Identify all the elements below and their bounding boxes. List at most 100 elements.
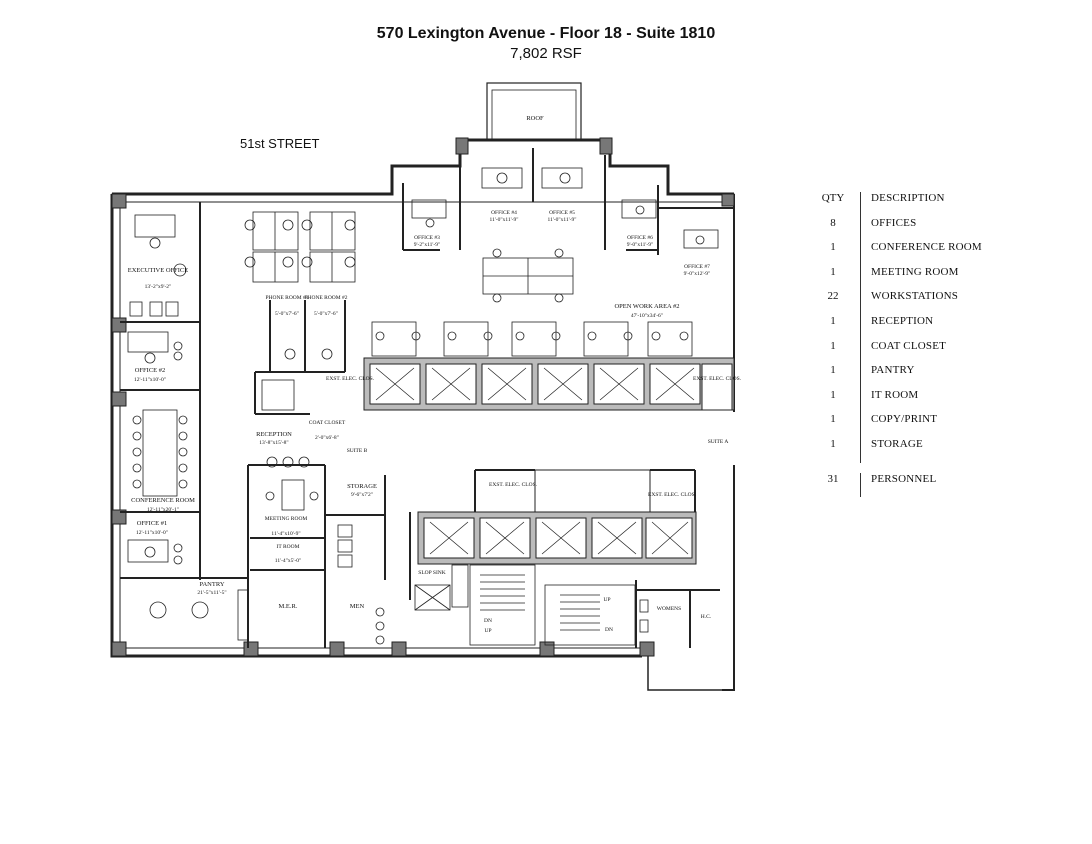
slop-sink-label: SLOP SINK	[418, 570, 445, 576]
office-7-dim: 9'-0"x12'-9"	[684, 271, 711, 277]
legend-divider	[860, 437, 861, 463]
exst-elec-label-2: EXST. ELEC. CLOS.	[693, 376, 742, 382]
stair-dn-label-2: DN	[605, 627, 613, 633]
legend-divider	[860, 364, 861, 389]
legend-row: 1 COAT CLOSET	[818, 339, 1008, 365]
exst-elec-label-3: EXST. ELEC. CLOS.	[489, 482, 538, 488]
legend-qty: 1	[830, 339, 836, 352]
legend-divider	[860, 413, 861, 438]
legend-qty-header: QTY	[821, 192, 845, 204]
executive-office-dim: 13'-2"x9'-2"	[145, 284, 172, 290]
legend-divider	[860, 472, 861, 498]
office-2-label: OFFICE #2	[135, 367, 166, 374]
conference-room-label: CONFERENCE ROOM	[131, 497, 195, 504]
stair-up-label-2: UP	[603, 597, 610, 603]
legend-divider	[860, 241, 861, 266]
legend-row: 1 RECEPTION	[818, 314, 1008, 340]
legend-row: 1 CONFERENCE ROOM	[818, 241, 1008, 266]
legend-gap	[818, 463, 1008, 473]
conference-room-dim: 12'-11"x20'-1"	[147, 507, 179, 513]
office-6-dim: 9'-0"x11'-9"	[627, 242, 653, 248]
it-room-dim: 11'-4"x5'-0"	[275, 558, 301, 564]
office-5-label: OFFICE #5	[549, 210, 575, 216]
legend-desc: COPY/PRINT	[871, 413, 938, 426]
stairwells	[414, 564, 636, 646]
mer-label: M.E.R.	[279, 603, 298, 610]
office-1-label: OFFICE #1	[137, 520, 168, 527]
storage-label: STORAGE	[347, 483, 377, 490]
elevator-bank-south	[417, 469, 697, 565]
phone-room-2-label: PHONE ROOM #2	[304, 295, 347, 301]
office-1-dim: 12'-11"x10'-0"	[136, 530, 168, 536]
page-title: 570 Lexington Avenue - Floor 18 - Suite …	[376, 25, 716, 42]
legend-divider	[860, 388, 861, 414]
legend-divider	[860, 290, 861, 315]
furniture	[127, 167, 719, 645]
reception-label: RECEPTION	[256, 431, 292, 438]
exst-elec-label-4: EXST. ELEC. CLOS.	[648, 492, 697, 498]
legend-qty: 22	[827, 290, 839, 303]
legend-desc: MEETING ROOM	[871, 265, 959, 278]
coat-closet-dim: 2'-0"x6'-8"	[315, 435, 339, 441]
office-2-dim: 12'-11"x10'-0"	[134, 377, 166, 383]
open-work-area-label: OPEN WORK AREA #2	[614, 303, 679, 310]
men-label: MEN	[350, 603, 365, 610]
meeting-room-label: MEETING ROOM	[265, 516, 308, 522]
legend-header: QTY DESCRIPTION	[818, 192, 1008, 217]
street-label: 51st STREET	[240, 136, 320, 151]
legend-row: 1 COPY/PRINT	[818, 413, 1008, 438]
office-4-label: OFFICE #4	[491, 210, 517, 216]
womens-label: WOMENS	[657, 606, 681, 612]
legend-qty: 1	[830, 413, 836, 426]
legend-desc: PANTRY	[871, 364, 915, 377]
coat-closet-label: COAT CLOSET	[309, 420, 346, 426]
stair-dn-label-1: DN	[484, 618, 492, 624]
legend-qty: 8	[830, 216, 836, 229]
legend-desc-header: DESCRIPTION	[871, 192, 945, 204]
hc-label: H.C.	[701, 614, 712, 620]
it-room-label: IT ROOM	[277, 544, 300, 550]
legend-qty: 1	[830, 241, 836, 254]
meeting-room-dim: 11'-4"x10'-9"	[271, 531, 300, 537]
stair-up-label-1: UP	[484, 628, 491, 634]
storage-dim: 9'-6"x7'2"	[351, 492, 373, 498]
legend-total-desc: PERSONNEL	[871, 472, 937, 485]
legend-desc: CONFERENCE ROOM	[871, 241, 982, 254]
legend-divider	[860, 216, 861, 242]
legend-desc: COAT CLOSET	[871, 339, 947, 352]
suite-b-label: SUITE B	[347, 448, 368, 454]
roof-area: ROOF	[486, 82, 582, 141]
page-subtitle: 7,802 RSF	[510, 45, 582, 62]
office-3-label: OFFICE #3	[414, 235, 440, 241]
legend-divider	[860, 339, 861, 365]
legend-desc: OFFICES	[871, 216, 917, 229]
phone-room-2-dim: 5'-0"x7'-6"	[314, 311, 338, 317]
reception-dim: 13'-8"x15'-8"	[259, 440, 288, 446]
pantry-label: PANTRY	[199, 581, 224, 588]
building-walls	[110, 137, 735, 691]
legend-qty: 1	[830, 265, 836, 278]
roof-label: ROOF	[526, 115, 544, 122]
suite-a-label: SUITE A	[708, 439, 729, 445]
executive-office-label: EXECUTIVE OFFICE	[128, 267, 189, 274]
legend-desc: STORAGE	[871, 437, 923, 450]
phone-room-1-dim: 5'-0"x7'-6"	[275, 311, 299, 317]
legend-row: 22 WORKSTATIONS	[818, 290, 1008, 315]
legend-divider	[860, 192, 861, 217]
legend-desc: RECEPTION	[871, 314, 934, 327]
open-work-area-dim: 47'-10"x34'-6"	[631, 313, 663, 319]
office-5-dim: 11'-0"x11'-9"	[548, 217, 577, 223]
office-7-label: OFFICE #7	[684, 264, 710, 270]
office-6-label: OFFICE #6	[627, 235, 653, 241]
elevator-bank-north	[363, 357, 735, 411]
exst-elec-label-1: EXST. ELEC. CLOS.	[326, 376, 375, 382]
legend-qty: 1	[830, 314, 836, 327]
legend-desc: WORKSTATIONS	[871, 290, 959, 303]
pantry-dim: 21'-5"x11'-5"	[197, 590, 226, 596]
legend-qty: 1	[830, 388, 836, 401]
